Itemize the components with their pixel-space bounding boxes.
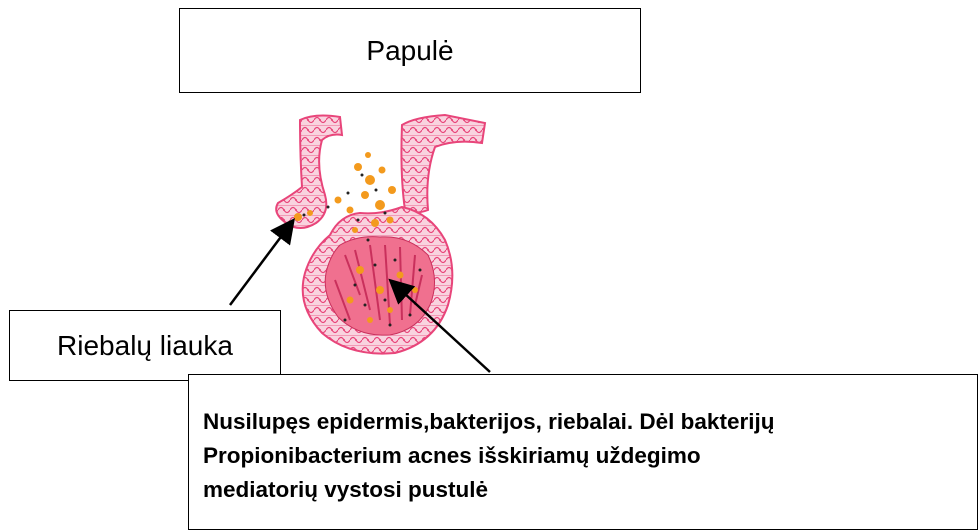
description-text: Nusilupęs epidermis,bakterijos, riebalai… bbox=[203, 405, 963, 507]
gland-label: Riebalų liauka bbox=[57, 330, 233, 362]
description-line: Nusilupęs epidermis,bakterijos, riebalai… bbox=[203, 405, 963, 439]
description-box: Nusilupęs epidermis,bakterijos, riebalai… bbox=[188, 374, 978, 530]
description-arrow bbox=[392, 282, 490, 372]
description-line: Propionibacterium acnes išskiriamų uždeg… bbox=[203, 439, 963, 473]
description-line: mediatorių vystosi pustulė bbox=[203, 473, 963, 507]
label-box: Riebalų liauka bbox=[9, 310, 281, 381]
label-arrow bbox=[230, 222, 292, 305]
